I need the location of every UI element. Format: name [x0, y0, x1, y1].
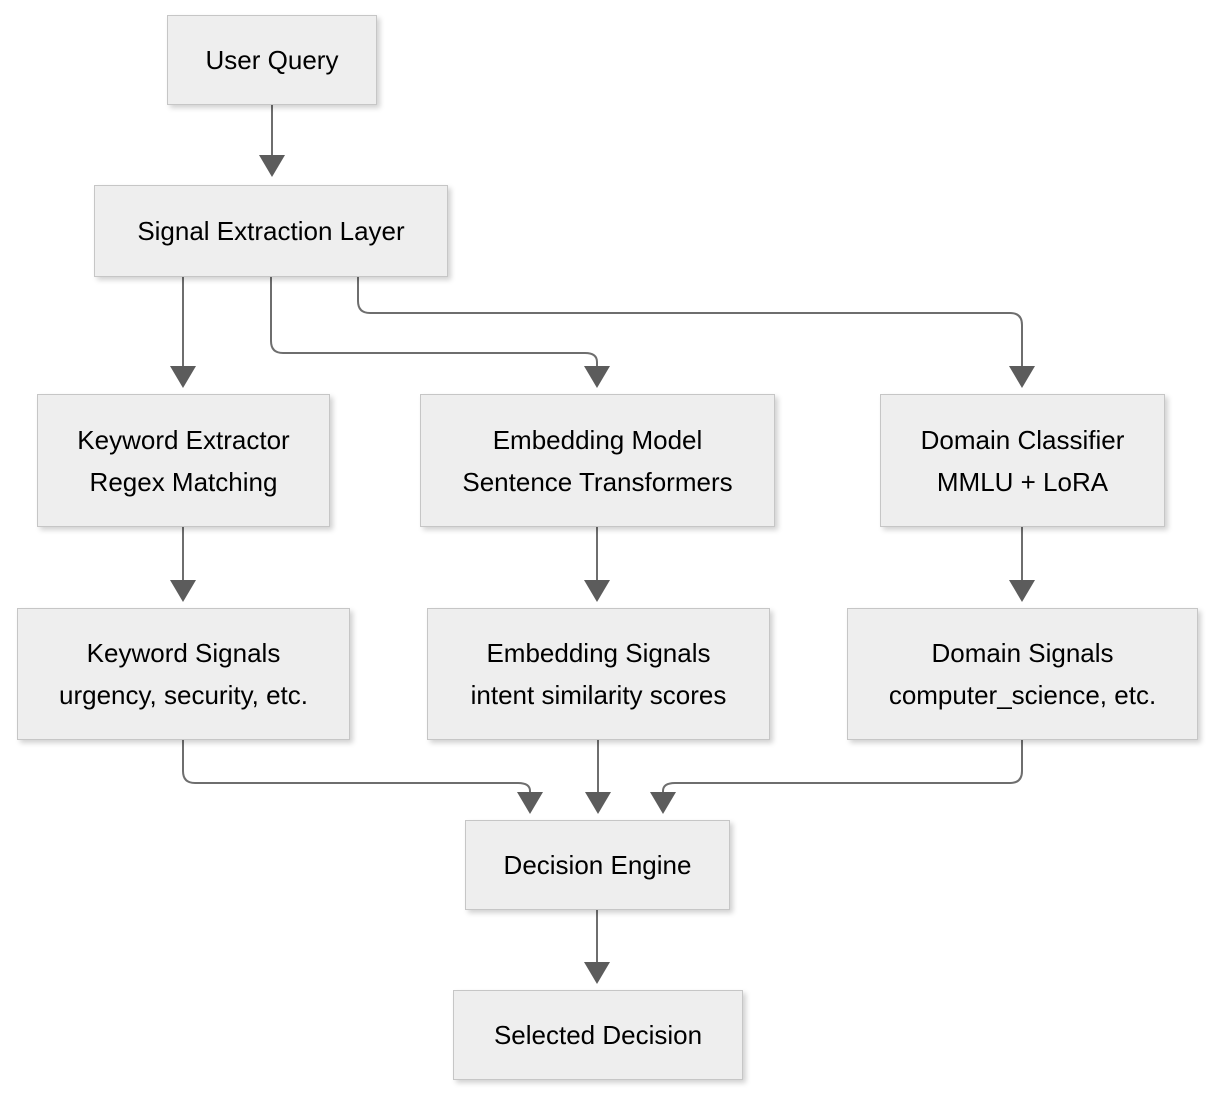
node-label: Keyword Extractor [77, 424, 290, 455]
node-keyword-extractor: Keyword Extractor Regex Matching [37, 394, 330, 527]
node-sublabel: urgency, security, etc. [58, 680, 309, 710]
node-label: Domain Signals [931, 638, 1114, 668]
node-label: Embedding Signals [486, 638, 711, 668]
node-sublabel: computer_science, etc. [888, 680, 1157, 710]
node-decision-engine: Decision Engine [465, 820, 730, 910]
arrowhead-decision-engine-right [650, 792, 676, 814]
edge-keyword-signals-to-decision-engine [182, 740, 531, 793]
arrowhead-domain-classifier [1009, 366, 1035, 388]
node-sublabel: Sentence Transformers [462, 466, 733, 497]
arrowhead-embedding-signals [584, 580, 610, 602]
node-label: Signal Extraction Layer [137, 216, 405, 246]
arrowhead-domain-signals [1009, 580, 1035, 602]
arrowhead-signal-extraction [259, 155, 285, 177]
arrowhead-decision-engine-left [517, 792, 543, 814]
node-signal-extraction-layer: Signal Extraction Layer [94, 185, 448, 277]
node-embedding-model: Embedding Model Sentence Transformers [420, 394, 775, 527]
node-label: Embedding Model [492, 424, 703, 455]
node-label: User Query [205, 45, 339, 75]
node-sublabel: MMLU + LoRA [936, 466, 1109, 497]
node-sublabel: Regex Matching [89, 466, 278, 497]
edge-signal-extraction-to-domain-classifier [357, 277, 1023, 367]
arrowhead-keyword-extractor [170, 366, 196, 388]
node-selected-decision: Selected Decision [453, 990, 743, 1080]
node-label: Domain Classifier [920, 424, 1125, 455]
node-keyword-signals: Keyword Signals urgency, security, etc. [17, 608, 350, 740]
node-sublabel: intent similarity scores [470, 680, 727, 710]
arrowhead-selected-decision [584, 962, 610, 984]
arrowhead-embedding-model [584, 366, 610, 388]
node-user-query: User Query [167, 15, 377, 105]
node-label: Decision Engine [503, 850, 692, 880]
node-label: Keyword Signals [86, 638, 281, 668]
node-domain-signals: Domain Signals computer_science, etc. [847, 608, 1198, 740]
node-embedding-signals: Embedding Signals intent similarity scor… [427, 608, 770, 740]
arrowhead-keyword-signals [170, 580, 196, 602]
edge-signal-extraction-to-embedding-model [270, 277, 598, 367]
arrowhead-decision-engine-center [585, 792, 611, 814]
node-label: Selected Decision [493, 1020, 703, 1050]
edge-domain-signals-to-decision-engine [662, 740, 1023, 793]
node-domain-classifier: Domain Classifier MMLU + LoRA [880, 394, 1165, 527]
